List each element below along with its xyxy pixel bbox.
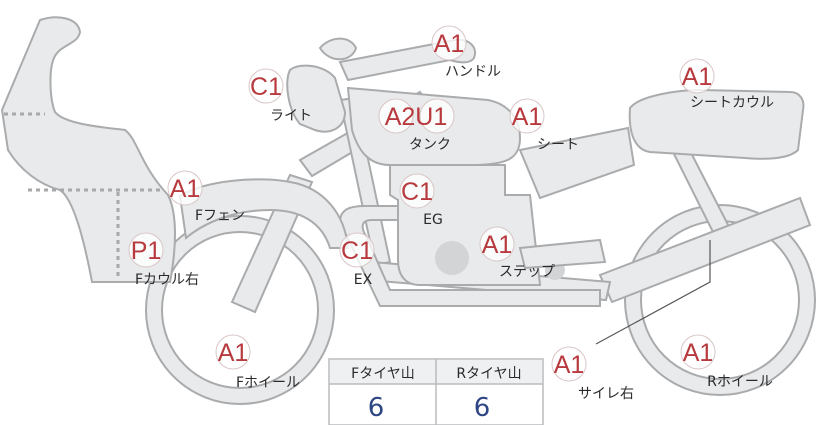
label-front-wheel: Fホイール	[236, 375, 300, 391]
label-engine: EG	[423, 212, 443, 228]
headlight-shape	[286, 64, 347, 133]
grade-step: A1	[479, 226, 515, 262]
label-seat: シート	[537, 137, 579, 153]
grade-front-cowl-right: P1	[128, 232, 164, 268]
label-silencer-right: サイレ右	[578, 386, 634, 402]
rear-tread-value: 6	[474, 393, 491, 423]
svg-text:A1: A1	[683, 339, 714, 367]
step-bracket	[518, 238, 607, 270]
front-tread-header: Fタイヤ山	[351, 366, 415, 382]
silencer-leader-line	[595, 240, 711, 345]
svg-text:A1: A1	[218, 339, 249, 367]
label-tank: タンク	[409, 137, 451, 153]
front-cowl-shape	[0, 16, 176, 283]
grade-rear-wheel: A1	[680, 334, 716, 370]
label-front-fender: Fフェン	[195, 208, 245, 224]
label-exhaust: EX	[354, 272, 373, 288]
grade-handle: A1	[431, 25, 467, 61]
grade-front-wheel: A1	[215, 334, 251, 370]
svg-text:A1: A1	[682, 63, 713, 91]
label-front-cowl-right: Fカウル右	[135, 272, 199, 288]
engine-cover-disc	[435, 241, 469, 275]
svg-text:A2U1: A2U1	[385, 103, 448, 131]
svg-text:C1: C1	[401, 178, 433, 206]
rear-tread-header: Rタイヤ山	[456, 366, 521, 382]
label-step: ステップ	[499, 264, 555, 280]
svg-text:A1: A1	[170, 175, 201, 203]
svg-text:C1: C1	[250, 73, 282, 101]
svg-text:A1: A1	[512, 103, 543, 131]
front-wheel	[145, 215, 335, 405]
label-handle: ハンドル	[445, 64, 501, 80]
label-seat-cowl: シートカウル	[690, 95, 774, 111]
front-tread-value: 6	[368, 393, 385, 423]
grade-tank: A2U1	[378, 98, 455, 134]
svg-text:A1: A1	[554, 351, 585, 379]
tire-tread-table: Fタイヤ山 Rタイヤ山 6 6	[328, 358, 544, 425]
grade-front-fender: A1	[167, 170, 203, 206]
grade-light: C1	[248, 68, 284, 104]
grade-silencer-right: A1	[551, 346, 587, 382]
svg-text:P1: P1	[131, 237, 162, 265]
svg-text:A1: A1	[482, 231, 513, 259]
label-rear-wheel: Rホイール	[707, 374, 773, 390]
svg-text:C1: C1	[341, 237, 373, 265]
grade-seat: A1	[509, 98, 545, 134]
grade-seat-cowl: A1	[679, 58, 715, 94]
seat-cowl-shape	[628, 88, 805, 160]
label-light: ライト	[270, 108, 312, 124]
handlebar-left	[318, 37, 358, 61]
grade-engine: C1	[399, 173, 435, 209]
svg-text:A1: A1	[434, 30, 465, 58]
grade-exhaust: C1	[339, 232, 375, 268]
seat-shape	[518, 126, 636, 200]
